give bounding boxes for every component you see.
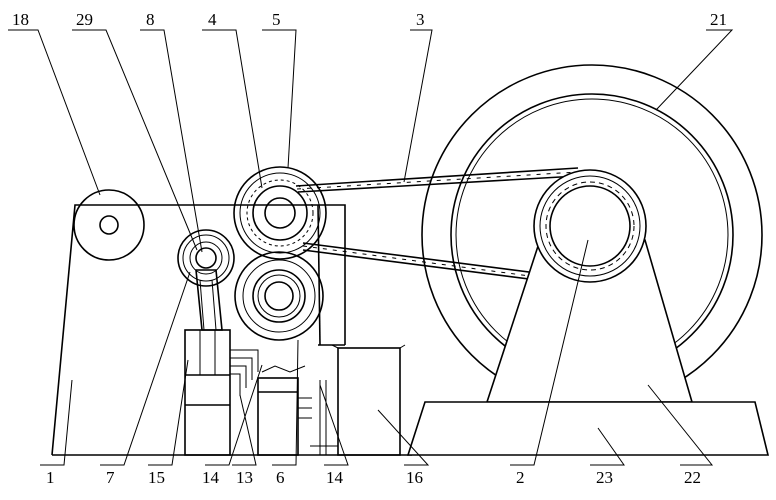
label-1: 1	[46, 468, 55, 487]
label-22: 22	[684, 468, 701, 487]
label-6: 6	[276, 468, 285, 487]
label-29: 29	[76, 10, 93, 29]
label-5: 5	[272, 10, 281, 29]
label-14-right: 14	[326, 468, 344, 487]
label-13: 13	[236, 468, 253, 487]
upper-roller	[233, 166, 327, 260]
label-16: 16	[406, 468, 423, 487]
base-plate	[406, 401, 770, 456]
label-23: 23	[596, 468, 613, 487]
label-18: 18	[12, 10, 29, 29]
label-7: 7	[106, 468, 115, 487]
label-2: 2	[516, 468, 525, 487]
lower-roller	[234, 251, 324, 341]
label-14-left: 14	[202, 468, 220, 487]
small-roller	[73, 189, 145, 261]
label-21: 21	[710, 10, 727, 29]
drive-sprocket	[533, 169, 647, 283]
part-labels: 18 29 8 4 5 3 21 1 7 15 14 13 6 14 16 2 …	[12, 10, 727, 487]
label-4: 4	[208, 10, 217, 29]
lower-machinery	[184, 329, 406, 456]
leader-lines	[8, 29, 734, 466]
label-3: 3	[416, 10, 425, 29]
drive-chain	[295, 167, 579, 284]
label-8: 8	[146, 10, 155, 29]
label-15: 15	[148, 468, 165, 487]
small-gear	[177, 229, 235, 331]
machine-frame	[51, 204, 412, 456]
